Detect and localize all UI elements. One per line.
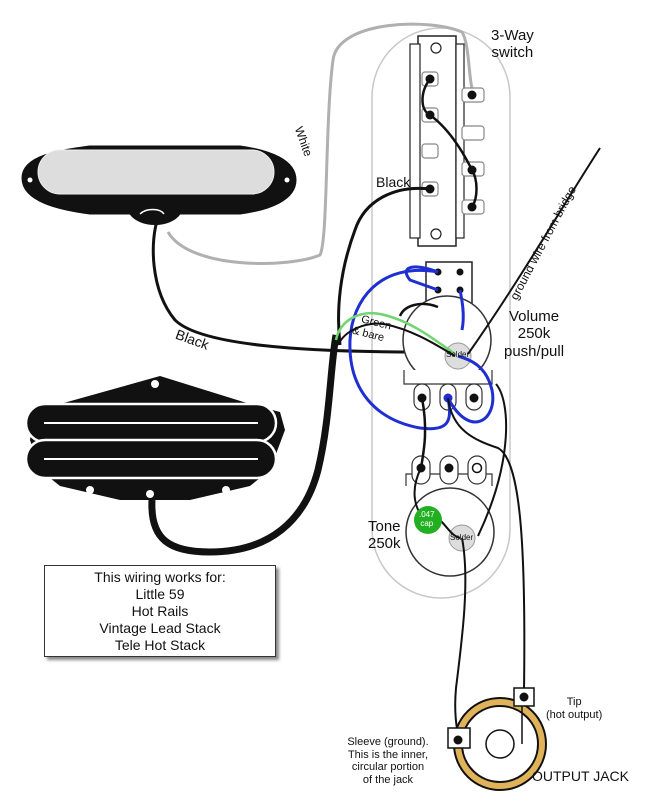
- volume-label-line2: 250k: [517, 325, 551, 343]
- tip-label-line2: (hot output): [546, 708, 603, 721]
- tone-solder-text: Solder: [450, 533, 474, 542]
- switch-label-line2: switch: [491, 44, 534, 62]
- blue-wire-2: [458, 289, 465, 331]
- tip-label: Tip (hot output): [546, 696, 602, 721]
- tone-solder-label: Solder: [450, 533, 473, 542]
- cap-label: .047 cap: [419, 510, 435, 528]
- black-top-label: Black: [376, 174, 410, 190]
- output-jack: [447, 687, 547, 791]
- switch-black-wire: [337, 186, 431, 346]
- info-box-item: Vintage Lead Stack: [99, 620, 221, 636]
- cap-label-line1: .047: [419, 510, 435, 519]
- info-box: This wiring works for: Little 59 Hot Rai…: [44, 565, 276, 657]
- sleeve-label-line4: of the jack: [362, 773, 414, 786]
- sleeve-label: Sleeve (ground). This is the inner, circ…: [338, 736, 438, 787]
- info-box-item: Tele Hot Stack: [114, 637, 206, 653]
- vol-to-tone-wire: [419, 397, 427, 469]
- sleeve-wire: [454, 537, 467, 741]
- volume-solder-text: Solder: [446, 350, 470, 359]
- switch-jumper: [421, 78, 478, 208]
- info-box-item: Hot Rails: [131, 603, 189, 619]
- switch-to-pot-wire: [398, 302, 439, 317]
- volume-label-line1: Volume: [509, 308, 560, 325]
- volume-label-line3: push/pull: [504, 342, 565, 360]
- humbucker-cable: [148, 334, 340, 556]
- tone-capacitor: [413, 467, 461, 539]
- volume-pot: [402, 295, 493, 411]
- volume-solder-label: Solder: [446, 350, 469, 359]
- tone-label-line1: Tone: [368, 518, 401, 535]
- black-top-label-text: Black: [376, 174, 411, 190]
- switch-label: 3-Way switch: [491, 27, 534, 62]
- single-coil-pickup: [21, 145, 297, 225]
- tone-label-line2: 250k: [368, 535, 401, 553]
- green-ground-wire: [334, 311, 456, 356]
- bridge-ground-wire: [467, 147, 601, 355]
- tip-label-line1: Tip: [566, 696, 582, 708]
- bare-ground-wire: [337, 322, 456, 357]
- switch-label-line1: 3-Way: [491, 27, 534, 44]
- cap-label-line2: cap: [420, 519, 434, 528]
- ground-to-tone-wire: [477, 383, 508, 537]
- info-box-heading: This wiring works for:: [94, 569, 226, 585]
- humbucker-pickup: [24, 376, 285, 500]
- vol-wiper-wire: [447, 397, 526, 691]
- sleeve-label-line2: This is the inner,: [347, 748, 429, 761]
- volume-label: Volume 250k push/pull: [504, 308, 564, 360]
- output-jack-label: OUTPUT JACK: [532, 768, 629, 784]
- sleeve-label-line3: circular portion: [351, 761, 425, 774]
- sleeve-label-line1: Sleeve (ground).: [347, 736, 429, 748]
- blue-loop-wire: [348, 269, 495, 431]
- white-wire: [166, 22, 476, 265]
- info-box-item: Little 59: [135, 586, 185, 602]
- tone-label: Tone 250k: [368, 518, 401, 553]
- output-jack-label-text: OUTPUT JACK: [532, 768, 629, 784]
